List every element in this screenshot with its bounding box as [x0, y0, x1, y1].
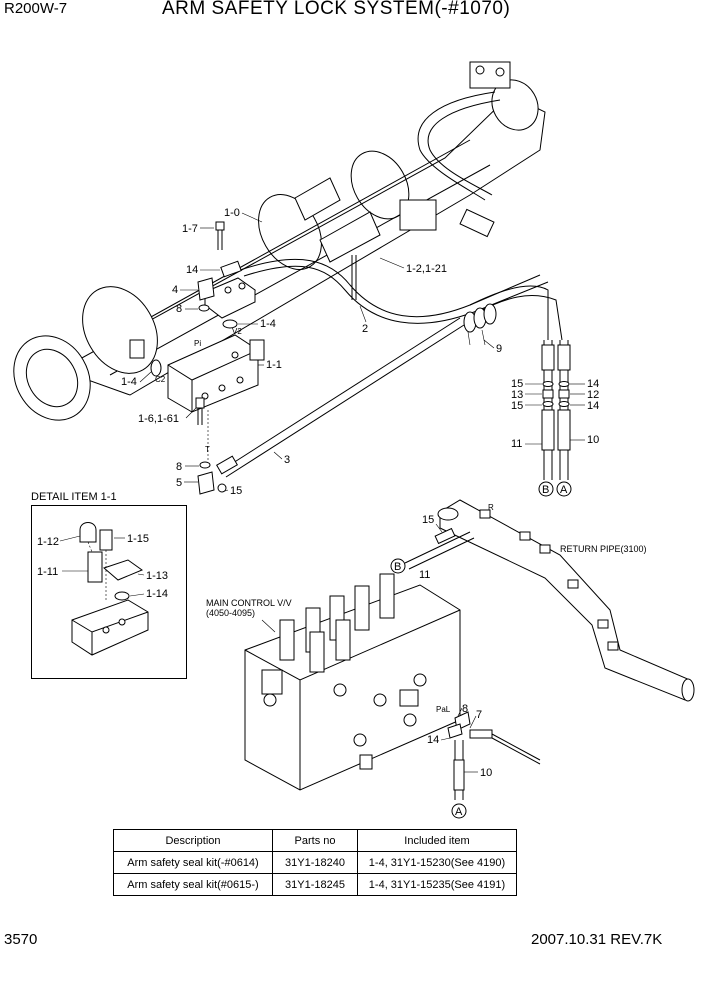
detail-item-box	[31, 505, 187, 679]
callout-8-bottom: 8	[176, 461, 182, 473]
callout-1-1: 1-1	[266, 359, 282, 371]
port-v2-label: V2	[232, 327, 242, 336]
table-header-included-item: Included item	[357, 829, 517, 852]
table-cell: 1-4, 31Y1-15230(See 4190)	[357, 851, 517, 874]
page-title: ARM SAFETY LOCK SYSTEM(-#1070)	[162, 0, 511, 19]
callout-1-15: 1-15	[127, 533, 149, 545]
connector-a-bottom	[451, 803, 467, 819]
callout-1-7: 1-7	[182, 223, 198, 235]
port-pal-label: PaL	[436, 705, 451, 714]
parts-table: Description Parts no Included item Arm s…	[113, 829, 517, 896]
callout-15-a: 15	[511, 378, 523, 390]
fitting-stack-right	[557, 344, 571, 451]
clamp-9	[463, 303, 497, 346]
callout-14-a: 14	[587, 378, 599, 390]
port-r-label: R	[488, 503, 494, 512]
callout-14-mcv: 14	[427, 734, 439, 746]
connector-a-top	[556, 481, 572, 497]
page-number: 3570	[4, 931, 38, 948]
callout-8-mcv: 8	[462, 703, 468, 715]
callout-labels: 1-7 1-0 14 4 8 1-4 1-1 1-4 1-6,1-61 8 5 …	[37, 207, 599, 779]
revision-date: 2007.10.31 REV.7K	[531, 931, 663, 948]
table-header-description: Description	[113, 829, 273, 852]
callout-1-6: 1-6,1-61	[138, 413, 179, 425]
callout-1-4-left: 1-4	[121, 376, 137, 388]
callout-1-0: 1-0	[224, 207, 240, 219]
connector-b-bottom	[390, 558, 406, 574]
detail-item-1-1-parts	[71, 522, 149, 656]
callout-11-top: 11	[511, 438, 522, 450]
table-cell: 31Y1-18245	[272, 873, 358, 896]
callout-2: 2	[362, 323, 368, 335]
connector-a-label: A	[560, 484, 568, 496]
return-pipe: B R	[390, 499, 695, 702]
table-row: Arm safety seal kit(#0615-) 31Y1-18245 1…	[113, 873, 517, 896]
callout-12: 12	[587, 389, 599, 401]
callout-1-12: 1-12	[37, 536, 59, 548]
callout-8-top: 8	[176, 303, 182, 315]
callout-15-right: 15	[422, 514, 434, 526]
callout-5: 5	[176, 477, 182, 489]
table-cell: 31Y1-18240	[272, 851, 358, 874]
main-control-label-2: (4050-4095)	[206, 608, 255, 618]
callout-14-b: 14	[587, 400, 599, 412]
main-control-valve: A PaL	[244, 573, 541, 819]
model-name: R200W-7	[4, 0, 68, 17]
table-cell: Arm safety seal kit(#0615-)	[113, 873, 273, 896]
safety-valve-1-1: Pi V2 C2 T	[150, 221, 265, 495]
callout-10-top: 10	[587, 434, 599, 446]
connector-b-label: B	[542, 484, 549, 496]
callout-9: 9	[496, 343, 502, 355]
connector-a-bottom-label: A	[455, 806, 463, 818]
return-pipe-label: RETURN PIPE(3100)	[560, 544, 647, 554]
table-header-row: Description Parts no Included item	[113, 829, 517, 852]
callout-14-top: 14	[186, 264, 198, 276]
port-t-label: T	[205, 445, 210, 454]
port-pi-label: Pi	[194, 339, 201, 348]
callout-15-left: 15	[230, 485, 242, 497]
callout-4: 4	[172, 284, 178, 296]
callout-15-b: 15	[511, 400, 523, 412]
callout-10-bottom: 10	[480, 767, 492, 779]
table-cell: Arm safety seal kit(-#0614)	[113, 851, 273, 874]
callout-1-2: 1-2,1-21	[406, 263, 447, 275]
callout-11-bottom: 11	[419, 569, 430, 581]
callout-3: 3	[284, 454, 290, 466]
callout-7: 7	[476, 709, 482, 721]
callout-1-14: 1-14	[146, 588, 168, 600]
callout-1-4-right: 1-4	[260, 318, 276, 330]
callout-1-11: 1-11	[37, 566, 58, 578]
connector-b-top	[538, 481, 554, 497]
table-header-parts-no: Parts no	[272, 829, 358, 852]
arm-cylinder	[13, 61, 546, 421]
fitting-stack-left	[541, 344, 555, 451]
callout-13: 13	[511, 389, 523, 401]
main-control-label-1: MAIN CONTROL V/V	[206, 598, 292, 608]
pipe-lines: B A	[221, 258, 572, 497]
table-row: Arm safety seal kit(-#0614) 31Y1-18240 1…	[113, 851, 517, 874]
callout-1-13: 1-13	[146, 570, 168, 582]
port-c2-label: C2	[155, 375, 166, 384]
connector-b-bottom-label: B	[394, 561, 401, 573]
detail-title: DETAIL ITEM 1-1	[31, 491, 117, 503]
table-cell: 1-4, 31Y1-15235(See 4191)	[357, 873, 517, 896]
